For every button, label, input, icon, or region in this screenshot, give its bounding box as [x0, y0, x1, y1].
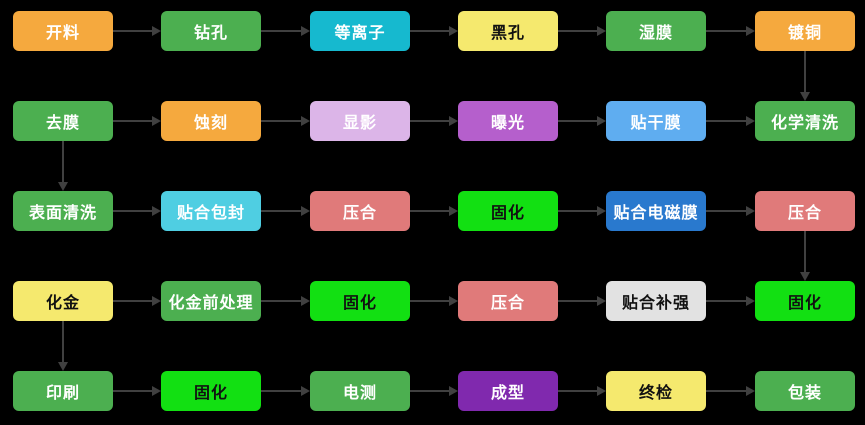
flow-arrow-right [410, 296, 458, 306]
flow-node: 化金前处理 [161, 281, 261, 321]
flow-arrow-right [558, 26, 606, 36]
flow-node: 压合 [458, 281, 558, 321]
flow-arrow-right [113, 26, 161, 36]
flow-arrow-right [558, 116, 606, 126]
flow-node: 化学清洗 [755, 101, 855, 141]
flow-arrow-down [800, 51, 810, 101]
flow-node: 贴合包封 [161, 191, 261, 231]
flow-arrow-right [261, 386, 310, 396]
flow-arrow-right [113, 386, 161, 396]
flow-node: 压合 [755, 191, 855, 231]
flow-arrow-down [58, 321, 68, 371]
flow-node: 贴合补强 [606, 281, 706, 321]
flow-node: 贴干膜 [606, 101, 706, 141]
flow-node: 曝光 [458, 101, 558, 141]
flow-node: 压合 [310, 191, 410, 231]
flow-node: 电测 [310, 371, 410, 411]
flow-node: 去膜 [13, 101, 113, 141]
flow-arrow-right [113, 296, 161, 306]
flow-arrow-right [261, 206, 310, 216]
flow-node: 钻孔 [161, 11, 261, 51]
flow-node: 贴合电磁膜 [606, 191, 706, 231]
flow-arrow-right [113, 206, 161, 216]
flow-node: 印刷 [13, 371, 113, 411]
flow-node: 固化 [458, 191, 558, 231]
flow-arrow-right [410, 206, 458, 216]
flow-arrow-right [558, 206, 606, 216]
flow-arrow-down [800, 231, 810, 281]
flow-node: 镀铜 [755, 11, 855, 51]
flow-node: 表面清洗 [13, 191, 113, 231]
flow-arrow-right [410, 26, 458, 36]
flow-node: 成型 [458, 371, 558, 411]
flow-node: 固化 [310, 281, 410, 321]
flow-node: 包装 [755, 371, 855, 411]
flow-node: 湿膜 [606, 11, 706, 51]
flow-arrow-right [261, 296, 310, 306]
flow-arrow-right [706, 26, 755, 36]
flow-node: 蚀刻 [161, 101, 261, 141]
flow-node: 化金 [13, 281, 113, 321]
flow-node: 固化 [161, 371, 261, 411]
flow-arrow-right [706, 116, 755, 126]
flow-arrow-right [558, 296, 606, 306]
flow-arrow-right [558, 386, 606, 396]
flow-arrow-right [113, 116, 161, 126]
flow-arrow-down [58, 141, 68, 191]
flow-arrow-right [706, 386, 755, 396]
flow-arrow-right [410, 116, 458, 126]
flow-node: 显影 [310, 101, 410, 141]
flow-node: 开料 [13, 11, 113, 51]
flow-node: 终检 [606, 371, 706, 411]
flow-arrow-right [706, 296, 755, 306]
flow-node: 等离子 [310, 11, 410, 51]
flow-node: 黑孔 [458, 11, 558, 51]
flow-node: 固化 [755, 281, 855, 321]
flow-arrow-right [706, 206, 755, 216]
flow-arrow-right [410, 386, 458, 396]
flow-arrow-right [261, 116, 310, 126]
flow-arrow-right [261, 26, 310, 36]
